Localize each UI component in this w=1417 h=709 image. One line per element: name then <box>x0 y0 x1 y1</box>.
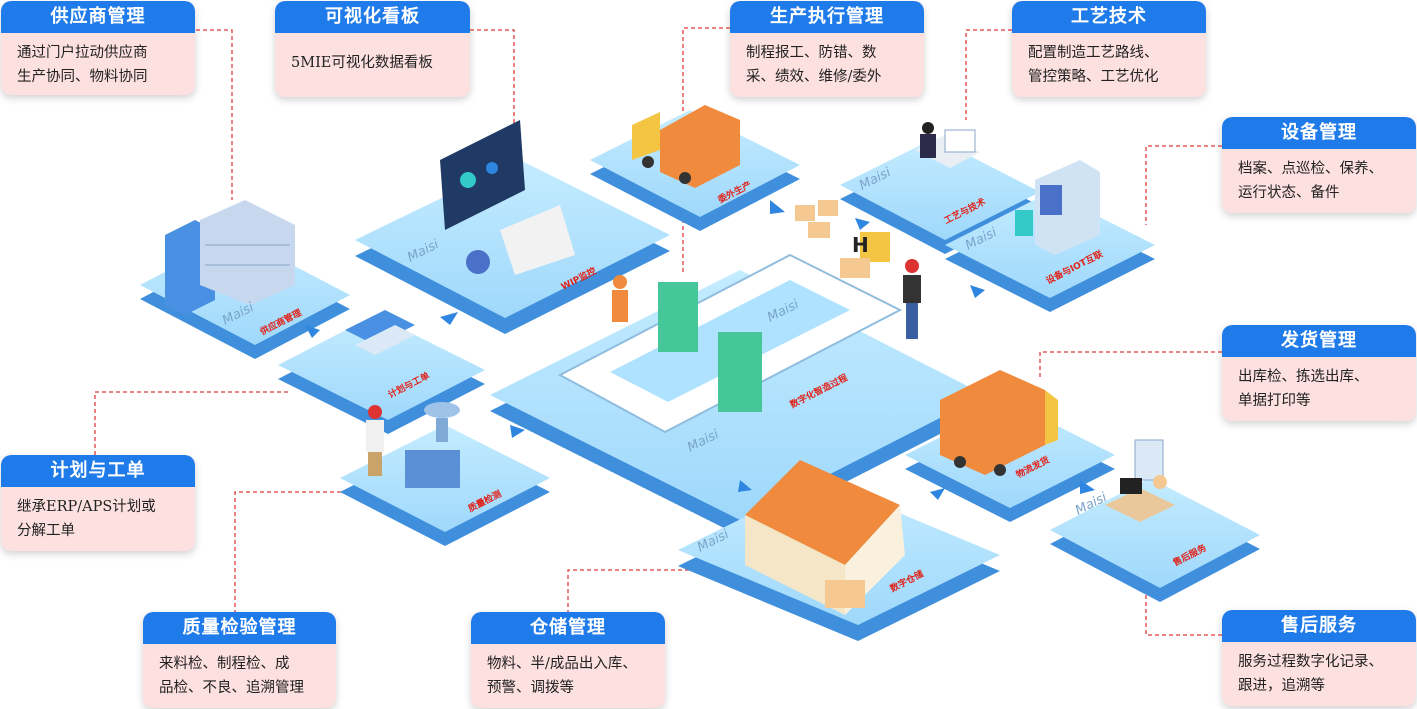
card-description: 通过门户拉动供应商 生产协同、物料协同 <box>1 33 195 95</box>
flow-arrows <box>305 200 1095 500</box>
card-mes: 生产执行管理 制程报工、防错、数 采、绩效、维修/委外 <box>730 1 924 97</box>
card-title: 售后服务 <box>1222 610 1416 642</box>
machine-icon <box>1015 160 1100 255</box>
boxes-icon <box>795 200 838 238</box>
card-title: 发货管理 <box>1222 325 1416 357</box>
platforms <box>140 110 1260 641</box>
worker-icon <box>903 259 921 339</box>
connector-shipping <box>1039 351 1222 380</box>
building-icon <box>165 200 295 315</box>
card-plan: 计划与工单 继承ERP/APS计划或 分解工单 <box>1 455 195 551</box>
platform-service <box>1050 478 1260 602</box>
card-supplier: 供应商管理 通过门户拉动供应商 生产协同、物料协同 <box>1 1 195 95</box>
arrow-icon <box>970 285 985 298</box>
card-title: 设备管理 <box>1222 117 1416 149</box>
quality-station-icon <box>366 402 460 488</box>
card-line: 出库检、拣选出库、 <box>1238 369 1369 385</box>
laptop-icon <box>345 310 415 355</box>
card-process: 工艺技术 配置制造工艺路线、 管控策略、工艺优化 <box>1012 1 1206 97</box>
card-line: 生产协同、物料协同 <box>17 69 148 85</box>
card-description: 档案、点巡检、保养、 运行状态、备件 <box>1222 149 1416 213</box>
connector-process <box>965 29 1012 120</box>
truck-icon <box>940 370 1058 476</box>
svg-text:H: H <box>852 233 869 257</box>
card-line: 档案、点巡检、保养、 <box>1238 161 1383 177</box>
card-line: 品检、不良、追溯管理 <box>159 680 304 696</box>
card-line: 分解工单 <box>17 523 75 539</box>
card-description: 制程报工、防错、数 采、绩效、维修/委外 <box>730 33 924 97</box>
illustrations: H <box>165 105 1175 615</box>
card-description: 物料、半/成品出入库、 预警、调拨等 <box>471 644 665 708</box>
card-title: 供应商管理 <box>1 1 195 33</box>
connector-quality <box>234 491 360 628</box>
card-description: 服务过程数字化记录、 跟进，追溯等 <box>1222 642 1416 706</box>
card-line: 运行状态、备件 <box>1238 185 1340 201</box>
card-title: 可视化看板 <box>275 1 470 33</box>
arrow-icon <box>770 200 785 214</box>
card-title: 计划与工单 <box>1 455 195 487</box>
connector-supplier <box>196 29 233 200</box>
card-visual: 可视化看板 5MIE可视化数据看板 <box>275 1 470 97</box>
card-quality: 质量检验管理 来料检、制程检、成 品检、不良、追溯管理 <box>143 612 336 708</box>
card-title: 生产执行管理 <box>730 1 924 33</box>
card-line: 物料、半/成品出入库、 <box>487 656 637 672</box>
card-line: 预警、调拨等 <box>487 680 574 696</box>
connector-warehouse <box>567 569 690 628</box>
card-line: 采、绩效、维修/委外 <box>746 69 882 85</box>
card-line: 管控策略、工艺优化 <box>1028 69 1159 85</box>
warehouse-icon <box>745 460 905 615</box>
card-line: 来料检、制程检、成 <box>159 656 290 672</box>
connector-visual <box>470 29 515 165</box>
dashboard-screen-icon <box>440 120 575 275</box>
card-description: 来料检、制程检、成 品检、不良、追溯管理 <box>143 644 336 708</box>
card-line: 通过门户拉动供应商 <box>17 45 148 61</box>
card-line: 服务过程数字化记录、 <box>1238 654 1383 670</box>
card-line: 配置制造工艺路线、 <box>1028 45 1159 61</box>
worker-icon <box>612 275 628 322</box>
forklift-icon: H <box>840 232 890 278</box>
card-line: 制程报工、防错、数 <box>746 45 877 61</box>
card-line: 跟进，追溯等 <box>1238 678 1325 694</box>
card-description: 5MIE可视化数据看板 <box>275 33 470 85</box>
connector-plan <box>94 391 290 455</box>
arrow-icon <box>440 312 458 325</box>
card-line: 继承ERP/APS计划或 <box>17 499 156 515</box>
card-warehouse: 仓储管理 物料、半/成品出入库、 预警、调拨等 <box>471 612 665 708</box>
arrow-icon <box>930 488 945 500</box>
card-description: 出库检、拣选出库、 单据打印等 <box>1222 357 1416 421</box>
card-description: 配置制造工艺路线、 管控策略、工艺优化 <box>1012 33 1206 97</box>
truck-icon <box>632 105 740 188</box>
card-line: 5MIE可视化数据看板 <box>291 55 433 71</box>
arrow-icon <box>510 425 525 438</box>
inspection-gate-icon <box>658 282 762 412</box>
card-title: 质量检验管理 <box>143 612 336 644</box>
card-line: 单据打印等 <box>1238 393 1311 409</box>
arrow-icon <box>738 480 752 492</box>
service-desk-icon <box>1105 439 1175 522</box>
card-shipping: 发货管理 出库检、拣选出库、 单据打印等 <box>1222 325 1416 421</box>
card-description: 继承ERP/APS计划或 分解工单 <box>1 487 195 551</box>
arrow-icon <box>855 218 870 230</box>
connector-equipment <box>1145 145 1222 225</box>
card-equipment: 设备管理 档案、点巡检、保养、 运行状态、备件 <box>1222 117 1416 213</box>
card-title: 仓储管理 <box>471 612 665 644</box>
workstation-icon <box>915 122 980 168</box>
arrow-icon <box>1080 480 1095 494</box>
card-aftersale: 售后服务 服务过程数字化记录、 跟进，追溯等 <box>1222 610 1416 706</box>
arrow-icon <box>305 325 320 338</box>
card-title: 工艺技术 <box>1012 1 1206 33</box>
